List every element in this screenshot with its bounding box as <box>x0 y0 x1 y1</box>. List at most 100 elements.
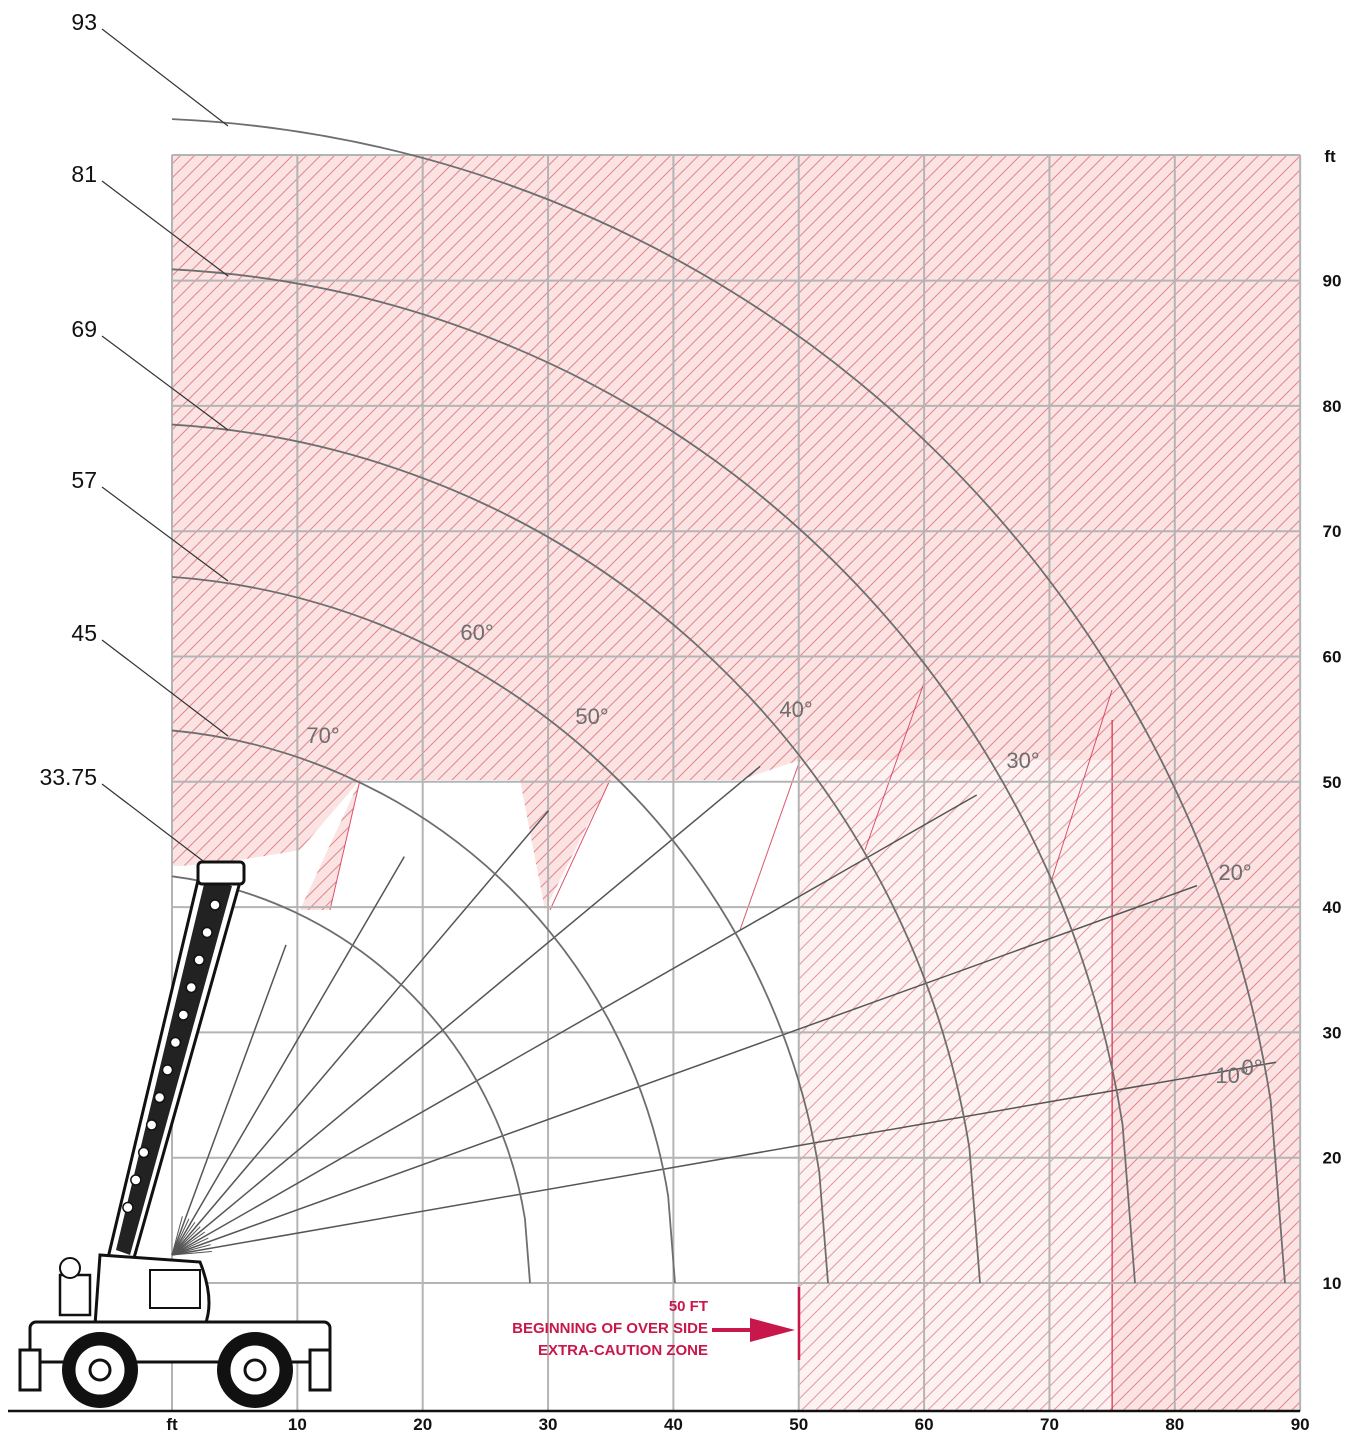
x-tick-label: 70 <box>1040 1415 1059 1434</box>
crane-engine-box <box>58 1273 92 1317</box>
crane-boom-inner <box>116 880 232 1255</box>
boom-length-leader <box>101 486 229 582</box>
boom-angle-label: 40° <box>779 697 812 722</box>
y-tick-label: 20 <box>1323 1149 1342 1168</box>
crane-cab-window <box>149 1269 201 1309</box>
boom-length-arcs <box>101 28 1286 1284</box>
crane-boom-hole <box>209 899 221 911</box>
crane-boom-hole <box>145 1119 158 1131</box>
boom-angle-ray <box>171 1061 1277 1256</box>
boom-angle-label: 30° <box>1006 748 1039 773</box>
boom-length-arc <box>171 875 531 1284</box>
annotation-line-1: 50 FT <box>669 1298 708 1315</box>
zone-diagonal-edge <box>1049 689 1113 886</box>
x-tick-label: 10 <box>288 1415 307 1434</box>
crane-boom-hole <box>169 1036 182 1049</box>
boom-length-label: 57 <box>71 467 97 493</box>
crane-boom-hole <box>201 926 213 939</box>
fan-ray <box>171 1218 190 1256</box>
crane-boom-hole <box>185 981 197 994</box>
x-tick-label: 80 <box>1165 1415 1184 1434</box>
fan-ray <box>171 1216 183 1256</box>
boom-length-arc <box>171 118 1286 1284</box>
crane-boom-hole <box>153 1091 166 1104</box>
zone-diagonal-edge <box>549 779 611 911</box>
y-axis-unit-label: ft <box>1324 147 1336 166</box>
y-tick-label: 60 <box>1323 648 1342 667</box>
crane-boom-hole <box>177 1009 190 1021</box>
zone-diagonal-edge <box>864 679 926 851</box>
boom-angle-label: 60° <box>460 620 493 645</box>
boom-angle-ray <box>171 765 761 1256</box>
boom-length-leader <box>101 180 229 277</box>
chart-labels: 0°10° 20° 30° 40° 50° 60° 70° 93 81 69 57 45 33.75 10… <box>39 9 1341 1434</box>
y-tick-label: 70 <box>1323 522 1342 541</box>
crane-boom-hole <box>122 1201 134 1214</box>
fan-ray <box>171 1244 211 1256</box>
crane-illustration <box>18 860 332 1408</box>
boom-angle-label: 20° <box>1218 860 1251 885</box>
fan-ray <box>171 1231 206 1256</box>
boom-length-leader <box>101 335 229 431</box>
crane-beacon <box>59 1257 81 1279</box>
boom-length-label: 81 <box>71 161 97 187</box>
boom-angle-ray <box>171 810 550 1256</box>
side-zone-hatch <box>1112 680 1301 1411</box>
zone-diagonal-edge <box>739 759 801 931</box>
x-tick-label: 40 <box>664 1415 683 1434</box>
crane-boom-hole <box>161 1064 174 1076</box>
caution-zone-annotation: 50 FT BEGINNING OF OVER SIDE EXTRA-CAUTI… <box>512 1287 801 1360</box>
boom-angle-label: 70° <box>306 723 339 748</box>
x-tick-label: 60 <box>915 1415 934 1434</box>
safe-zone-cutout <box>172 760 800 1283</box>
x-tick-label: 20 <box>413 1415 432 1434</box>
crane-boom-hole <box>138 1146 150 1159</box>
crane-boom-hole <box>193 954 205 966</box>
boom-length-arc <box>171 423 981 1284</box>
boom-length-leader <box>101 639 229 737</box>
fan-ray <box>171 1251 212 1256</box>
boom-length-label: 45 <box>71 620 97 646</box>
boom-length-label: 69 <box>71 316 97 342</box>
y-tick-label: 40 <box>1323 898 1342 917</box>
boom-length-arc <box>171 576 829 1284</box>
boom-length-label: 33.75 <box>39 764 97 790</box>
crane-outrigger-left <box>18 1348 42 1392</box>
annotation-line-2: BEGINNING OF OVER SIDE <box>512 1320 708 1337</box>
x-tick-label: 90 <box>1291 1415 1310 1434</box>
y-tick-label: 50 <box>1323 773 1342 792</box>
crane-wheel-hub <box>88 1358 112 1382</box>
caution-zone-hatch <box>798 760 1113 1411</box>
x-tick-label: 30 <box>539 1415 558 1434</box>
crane-boom-head <box>196 860 246 886</box>
crane-wheel-hub <box>243 1358 267 1382</box>
boom-length-label: 93 <box>71 9 97 35</box>
zone-diagonal-edge <box>329 779 361 911</box>
y-tick-label: 80 <box>1323 397 1342 416</box>
boom-angle-label: 0° <box>1241 1055 1262 1080</box>
boom-angle-label: 10° <box>1215 1063 1248 1088</box>
fan-ray <box>171 1237 209 1256</box>
boom-angle-ray <box>171 856 405 1256</box>
boom-angle-ray <box>171 884 1198 1256</box>
boom-angle-lines <box>171 765 1277 1256</box>
y-tick-label: 90 <box>1323 272 1342 291</box>
y-tick-label: 10 <box>1323 1274 1342 1293</box>
boom-angle-label: 50° <box>575 704 608 729</box>
boom-angle-ray <box>171 794 978 1256</box>
crane-boom-hole <box>130 1174 142 1186</box>
boom-length-arc <box>171 729 676 1284</box>
grid <box>8 154 1302 1413</box>
annotation-line-3: EXTRA-CAUTION ZONE <box>538 1342 708 1359</box>
fan-ray <box>171 1221 196 1256</box>
x-axis-unit-label: ft <box>166 1415 178 1434</box>
crane-outrigger-right <box>308 1348 332 1392</box>
boom-length-leader <box>101 28 229 127</box>
x-tick-label: 50 <box>789 1415 808 1434</box>
hazard-zones <box>172 155 1301 1411</box>
boom-angle-ray <box>171 944 287 1256</box>
fan-ray <box>171 1226 201 1256</box>
y-tick-label: 30 <box>1323 1023 1342 1042</box>
